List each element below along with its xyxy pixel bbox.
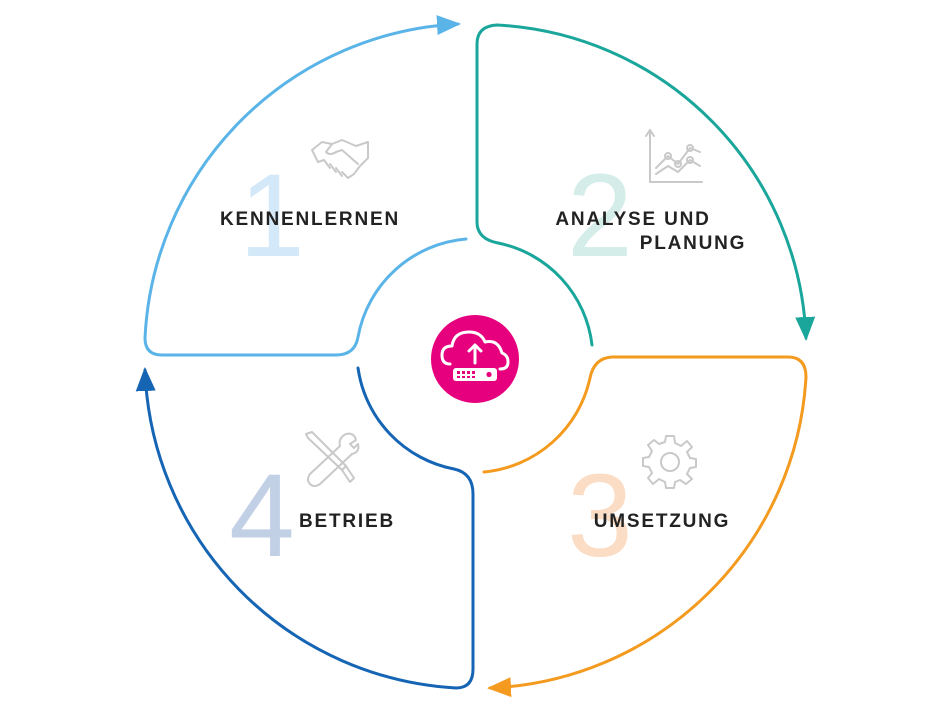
phase3-number: 3 xyxy=(567,450,633,582)
phase3-outline xyxy=(482,355,808,698)
wrench-screwdriver-icon xyxy=(305,431,360,487)
phase1-outline xyxy=(143,15,468,357)
phase4-label: BETRIEB xyxy=(299,511,395,532)
phase2-outline xyxy=(475,23,816,347)
phase1-label: KENNENLERNEN xyxy=(220,209,400,230)
handshake-icon xyxy=(311,139,369,179)
phase2-number: 2 xyxy=(567,150,633,282)
phase4-number: 4 xyxy=(229,450,295,582)
phase3-label: UMSETZUNG xyxy=(594,511,731,532)
phase1-number: 1 xyxy=(239,150,305,282)
phase2-label-line1: ANALYSE UND xyxy=(555,209,710,230)
phase4-outline xyxy=(135,366,475,690)
cloud-upload-server-icon xyxy=(431,315,519,403)
line-chart-icon xyxy=(645,129,703,183)
phase2-label-line2: PLANUNG xyxy=(640,233,747,254)
gear-icon xyxy=(642,435,697,489)
